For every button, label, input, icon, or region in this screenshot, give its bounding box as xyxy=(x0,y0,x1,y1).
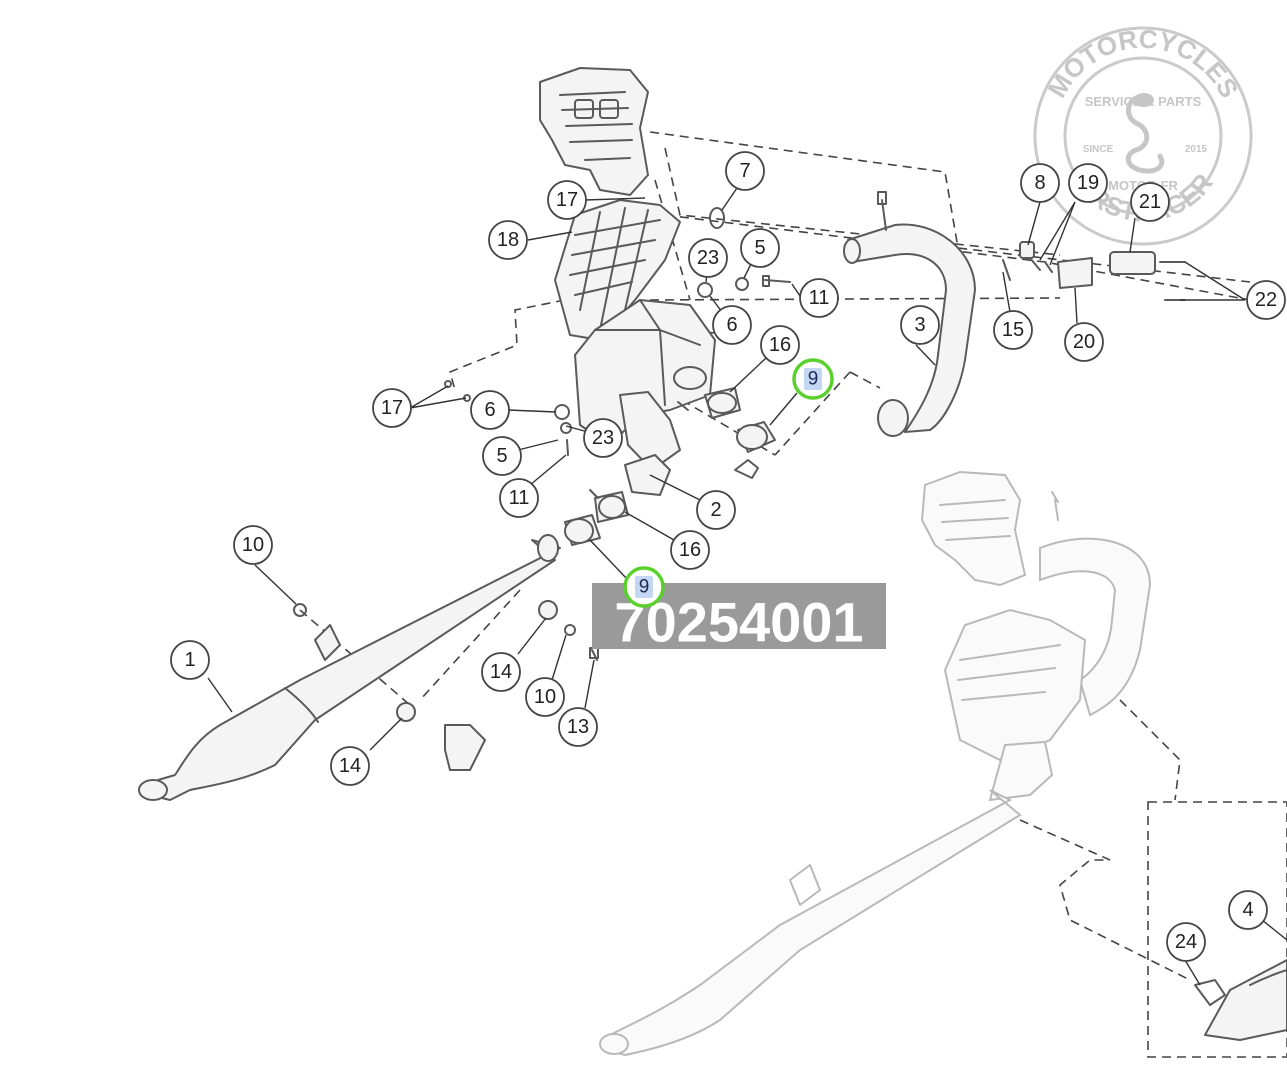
svg-text:10: 10 xyxy=(534,686,556,708)
callout-17-upper: 17 xyxy=(547,180,587,220)
leader-lines xyxy=(207,187,1287,986)
svg-text:4: 4 xyxy=(1242,899,1253,921)
main-muffler xyxy=(138,534,561,801)
callout-5-upper: 5 xyxy=(740,228,780,268)
callout-3: 3 xyxy=(900,305,940,345)
callout-9-lower-highlighted: 9 xyxy=(623,566,665,608)
svg-text:5: 5 xyxy=(754,237,765,259)
bracket-small xyxy=(677,401,759,479)
svg-text:16: 16 xyxy=(769,334,791,356)
callout-9-upper-highlighted: 9 xyxy=(792,358,834,400)
callouts: 1 2 3 4 5 5 6 6 7 8 9 9 10 10 11 11 13 1… xyxy=(170,151,1286,962)
hardware-set-lower xyxy=(293,600,599,771)
svg-text:6: 6 xyxy=(484,399,495,421)
callout-10-lower: 10 xyxy=(525,677,565,717)
callout-16-lower: 16 xyxy=(670,530,710,570)
part-number-stamp: 70254001 xyxy=(592,583,886,654)
svg-text:10: 10 xyxy=(242,534,264,556)
svg-text:20: 20 xyxy=(1073,331,1095,353)
svg-text:22: 22 xyxy=(1255,289,1277,311)
svg-text:23: 23 xyxy=(592,427,614,449)
callout-20: 20 xyxy=(1064,322,1104,362)
clamp-upper xyxy=(704,387,741,419)
callout-18: 18 xyxy=(488,220,528,260)
svg-text:2: 2 xyxy=(710,499,721,521)
header-pipe xyxy=(843,191,976,437)
callout-23-upper: 23 xyxy=(688,238,728,278)
svg-text:18: 18 xyxy=(497,229,519,251)
callout-23-lower: 23 xyxy=(583,418,623,458)
callout-14-lower: 14 xyxy=(330,746,370,786)
svg-text:7: 7 xyxy=(739,160,750,182)
heat-shield xyxy=(554,199,681,341)
svg-text:17: 17 xyxy=(556,189,578,211)
callout-11-lower: 11 xyxy=(499,478,539,518)
callout-6-lower: 6 xyxy=(470,390,510,430)
svg-text:1: 1 xyxy=(184,649,195,671)
callout-24: 24 xyxy=(1166,922,1206,962)
svg-text:24: 24 xyxy=(1175,931,1197,953)
svg-text:23: 23 xyxy=(697,247,719,269)
cylinder-head xyxy=(539,67,649,196)
assembled-view xyxy=(599,470,1152,1057)
svg-text:16: 16 xyxy=(679,539,701,561)
catalyst-box xyxy=(574,299,716,496)
sleeve-lower xyxy=(564,514,601,546)
svg-text:19: 19 xyxy=(1077,172,1099,194)
svg-text:3: 3 xyxy=(914,314,925,336)
svg-text:5: 5 xyxy=(496,445,507,467)
callout-19: 19 xyxy=(1068,163,1108,203)
sensor-group xyxy=(1002,241,1186,301)
svg-text:9: 9 xyxy=(808,369,819,390)
callout-13: 13 xyxy=(558,707,598,747)
callout-7: 7 xyxy=(725,151,765,191)
watermark-top-text: MOTORCYCLES xyxy=(1042,24,1245,103)
watermark-since: SINCE xyxy=(1083,144,1114,155)
clamp-lower xyxy=(589,489,629,523)
callout-21: 21 xyxy=(1130,182,1170,222)
cobra-snake-icon xyxy=(1125,93,1165,174)
callout-16-upper: 16 xyxy=(760,325,800,365)
svg-text:14: 14 xyxy=(339,755,361,777)
svg-text:15: 15 xyxy=(1002,319,1024,341)
svg-text:11: 11 xyxy=(509,487,530,509)
callout-15: 15 xyxy=(993,310,1033,350)
callout-4: 4 xyxy=(1228,890,1268,930)
callout-14-upper: 14 xyxy=(481,652,521,692)
detail-inset xyxy=(1194,959,1287,1041)
callout-11-upper: 11 xyxy=(799,278,839,318)
callout-8: 8 xyxy=(1020,163,1060,203)
svg-text:17: 17 xyxy=(381,397,403,419)
callout-2: 2 xyxy=(696,490,736,530)
svg-text:21: 21 xyxy=(1139,191,1161,213)
callout-22: 22 xyxy=(1246,280,1286,320)
svg-text:6: 6 xyxy=(726,314,737,336)
watermark-year: 2015 xyxy=(1185,144,1208,155)
callout-5-lower: 5 xyxy=(482,436,522,476)
callout-17-lower: 17 xyxy=(372,388,412,428)
svg-text:9: 9 xyxy=(639,577,650,598)
callout-1: 1 xyxy=(170,640,210,680)
svg-text:14: 14 xyxy=(490,661,512,683)
sleeve-upper xyxy=(736,421,776,453)
callout-6-upper: 6 xyxy=(712,305,752,345)
callout-10-upper: 10 xyxy=(233,525,273,565)
svg-text:11: 11 xyxy=(809,287,830,309)
svg-text:13: 13 xyxy=(567,716,589,738)
svg-text:8: 8 xyxy=(1034,172,1045,194)
